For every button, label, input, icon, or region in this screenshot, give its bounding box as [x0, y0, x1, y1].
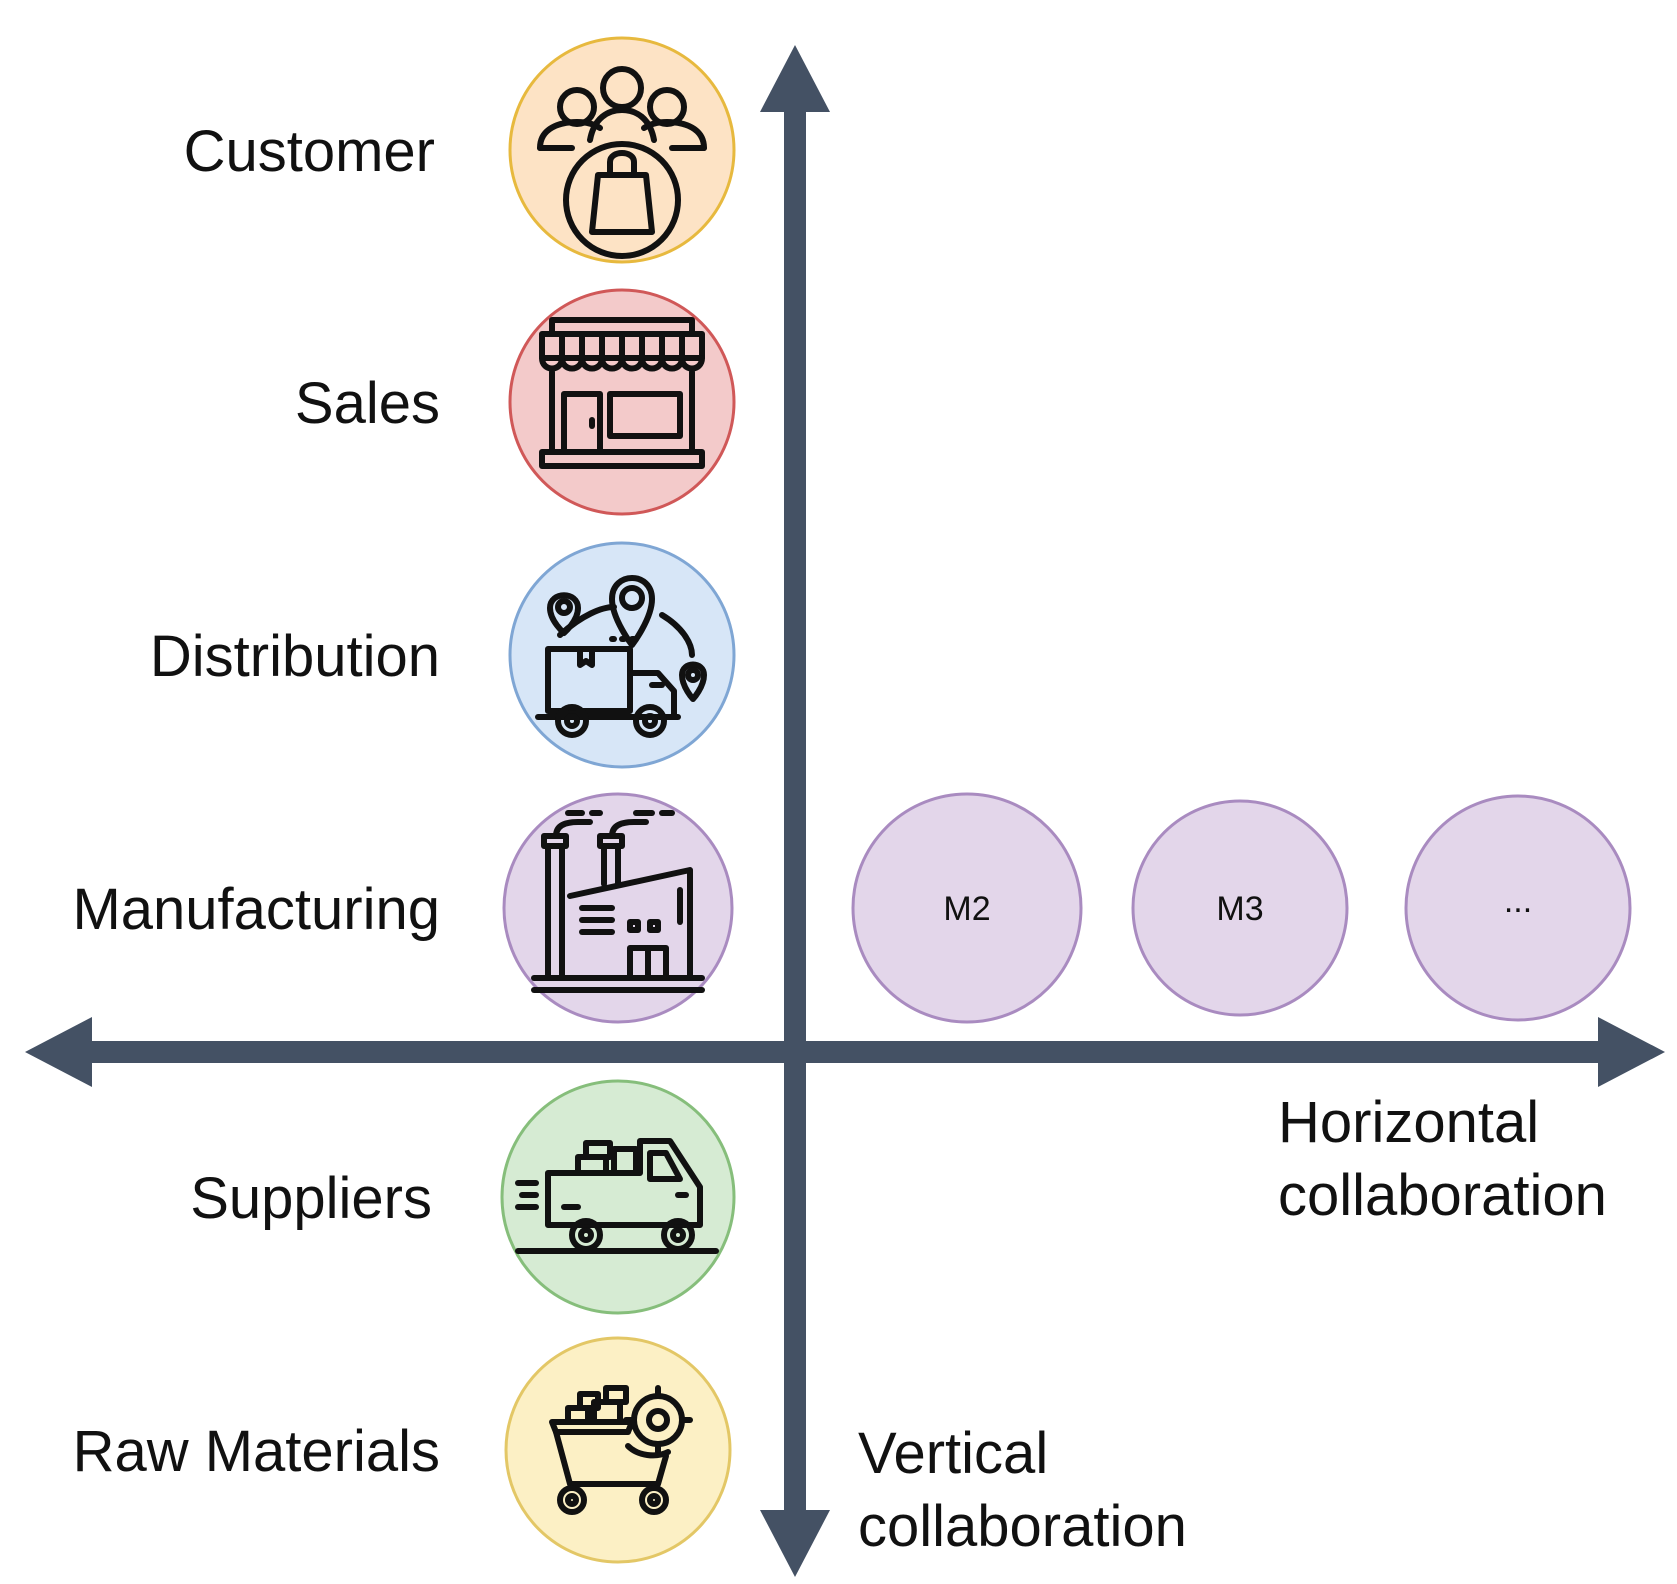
- m2-label: M2: [943, 890, 990, 928]
- sales-label: Sales: [295, 371, 440, 436]
- stage-sales: Sales: [295, 288, 736, 516]
- node-m2: M2: [851, 792, 1083, 1024]
- suppliers-label: Suppliers: [190, 1166, 432, 1231]
- node-more: ...: [1404, 794, 1632, 1022]
- supply-truck-icon: [515, 1138, 719, 1254]
- delivery-truck-icon: [535, 575, 707, 738]
- stage-raw-materials: Raw Materials: [73, 1336, 732, 1564]
- horizontal-axis-arrow-right: [1598, 1017, 1665, 1087]
- distribution-circle: [508, 541, 736, 769]
- manufacturing-label: Manufacturing: [72, 877, 440, 942]
- horizontal-axis-label-line2: collaboration: [1278, 1163, 1607, 1228]
- axes: [25, 45, 1665, 1577]
- m3-label: M3: [1216, 890, 1263, 928]
- customer-icon: [537, 66, 707, 259]
- vertical-axis-label-line2: collaboration: [858, 1494, 1187, 1559]
- stage-customer: Customer: [184, 36, 736, 264]
- horizontal-axis-arrow-left: [25, 1017, 92, 1087]
- vertical-axis-arrow-down: [760, 1510, 830, 1577]
- stage-suppliers: Suppliers: [190, 1079, 736, 1315]
- factory-icon: [531, 810, 705, 993]
- vertical-axis-label: Vertical collaboration: [858, 1421, 1187, 1559]
- raw-materials-circle: [504, 1336, 732, 1564]
- suppliers-circle: [500, 1079, 736, 1315]
- material-cart-icon: [549, 1385, 693, 1515]
- storefront-icon: [539, 317, 705, 469]
- distribution-label: Distribution: [150, 624, 440, 689]
- more-label: ...: [1504, 882, 1532, 920]
- horizontal-axis-label: Horizontal collaboration: [1278, 1090, 1607, 1228]
- m2-circle: [851, 792, 1083, 1024]
- stage-manufacturing: Manufacturing: [72, 792, 734, 1024]
- more-circle: [1404, 794, 1632, 1022]
- stage-distribution: Distribution: [150, 541, 736, 769]
- vertical-stack: Customer Sale: [72, 36, 736, 1564]
- horizontal-axis-label-line1: Horizontal: [1278, 1090, 1539, 1155]
- sales-circle: [508, 288, 736, 516]
- customer-label: Customer: [184, 119, 435, 184]
- node-m3: M3: [1131, 799, 1349, 1017]
- vertical-axis-label-line1: Vertical: [858, 1421, 1048, 1486]
- vertical-axis-arrow-up: [760, 45, 830, 112]
- raw-materials-label: Raw Materials: [73, 1419, 440, 1484]
- m3-circle: [1131, 799, 1349, 1017]
- horizontal-nodes: M2 M3 ...: [851, 792, 1632, 1024]
